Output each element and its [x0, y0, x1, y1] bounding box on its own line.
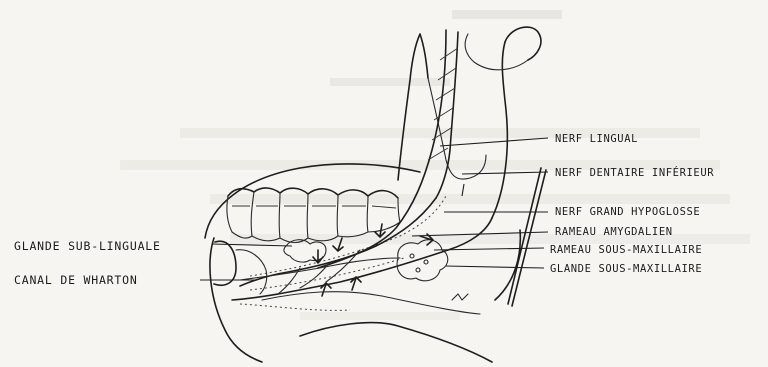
- label-nerf-lingual: NERF LINGUAL: [555, 133, 638, 145]
- label-glande-sub-linguale: GLANDE SUB-LINGUALE: [14, 239, 161, 253]
- label-glande-sous-maxillaire: GLANDE SOUS-MAXILLAIRE: [550, 263, 702, 275]
- submandibular-gland: [397, 240, 448, 281]
- mandible-front: [236, 250, 267, 294]
- label-canal-de-wharton: CANAL DE WHARTON: [14, 273, 138, 287]
- label-rameau-sous-maxillaire: RAMEAU SOUS-MAXILLAIRE: [550, 244, 702, 256]
- coronoid-process: [398, 34, 428, 180]
- sigmoid-notch: [465, 34, 528, 70]
- condyle: [505, 27, 541, 60]
- floor-of-mouth: [240, 304, 350, 310]
- label-nerf-dentaire-inferieur: NERF DENTAIRE INFÉRIEUR: [555, 166, 714, 179]
- mylohyoid-line: [262, 292, 480, 314]
- neck-outline: [300, 323, 492, 362]
- lip-outline: [214, 241, 236, 285]
- scribble-mark: [452, 294, 468, 300]
- label-nerf-grand-hypoglosse: NERF GRAND HYPOGLOSSE: [555, 206, 700, 218]
- label-rameau-amygdalien: RAMEAU AMYGDALIEN: [555, 226, 673, 238]
